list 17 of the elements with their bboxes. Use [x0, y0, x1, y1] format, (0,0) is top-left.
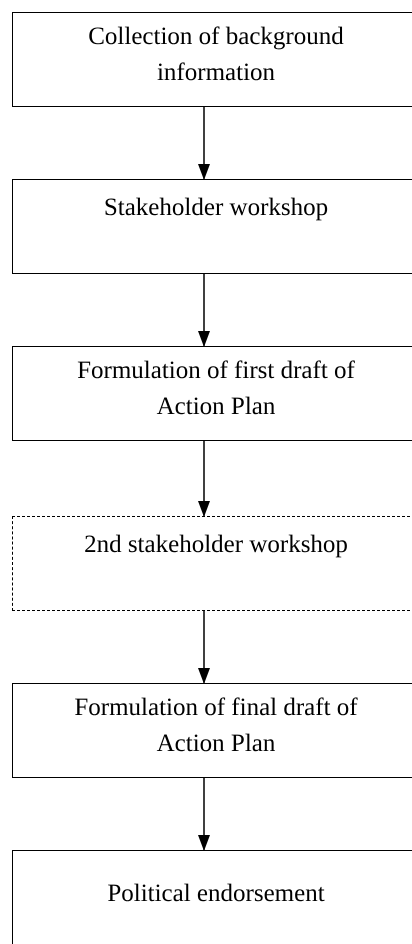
- arrow: [198, 107, 210, 180]
- process-box: [12, 516, 412, 611]
- process-box: [12, 12, 412, 107]
- arrow: [198, 778, 210, 851]
- process-box: [12, 179, 412, 274]
- arrow: [198, 441, 210, 517]
- box-label: Stakeholder workshop: [102, 193, 330, 223]
- arrow: [198, 274, 210, 347]
- process-box: [12, 850, 412, 944]
- box-label: Political endorsement: [106, 879, 326, 909]
- process-box: [12, 683, 412, 778]
- process-box: [12, 346, 412, 441]
- arrow: [198, 611, 210, 684]
- box-label: Formulation of first draft of Action Plan: [76, 356, 356, 422]
- box-label: 2nd stakeholder workshop: [83, 530, 349, 560]
- box-label: Collection of background information: [87, 22, 345, 88]
- box-label: Formulation of final draft of Action Plan: [73, 693, 359, 759]
